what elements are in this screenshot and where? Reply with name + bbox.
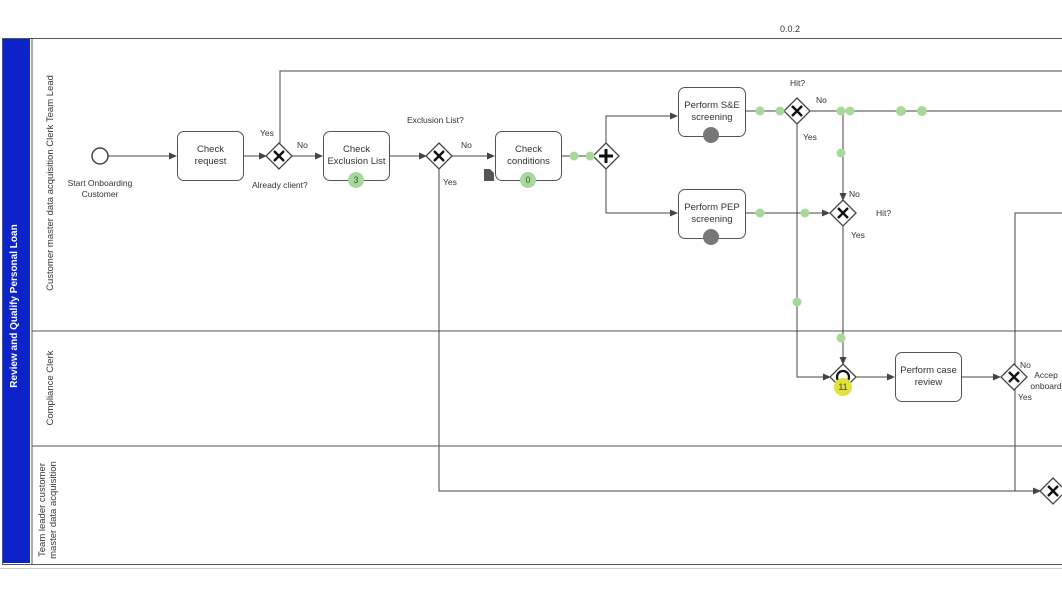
pool-header (3, 39, 30, 563)
flow-label-yes: Yes (260, 128, 274, 138)
flow-to-pep (605, 168, 678, 217)
gateway-hit-top (783, 97, 811, 125)
data-object-icon (484, 169, 494, 181)
bottom-bar (0, 568, 1062, 599)
gateway-label-hit-top: Hit? (790, 78, 806, 88)
token (917, 106, 927, 116)
se-running-indicator (703, 127, 719, 143)
start-event-circle (91, 147, 109, 165)
flow-accept-no-up (1014, 212, 1062, 389)
sequence-flows (108, 70, 1062, 495)
gateway-exclusion-list (425, 142, 453, 170)
conditions-count-badge: 0 (520, 172, 536, 188)
flow-to-se (605, 112, 678, 144)
token (775, 106, 785, 116)
flow-label-yes: Yes (803, 132, 817, 142)
token (896, 106, 906, 116)
flow-label-yes: Yes (1018, 392, 1032, 402)
top-toolbar (0, 0, 1062, 36)
flow-label-yes: Yes (443, 177, 457, 187)
gateway-hit-bottom (829, 199, 857, 227)
flow-accept-yes (1014, 389, 1041, 495)
token (792, 297, 802, 307)
flow-hit-top-yes (796, 123, 831, 381)
gateway-label-exclusion-list: Exclusion List? (407, 115, 464, 125)
version-label: 0.0.2 (779, 24, 801, 34)
token (800, 208, 810, 218)
task-perform-case-review[interactable]: Perform case review (895, 352, 962, 402)
flow-exclusion-yes (438, 168, 1040, 492)
token (836, 148, 846, 158)
token (755, 106, 765, 116)
token (569, 151, 579, 161)
task-check-request[interactable]: Check request (177, 131, 244, 181)
pool (2, 38, 1062, 565)
pep-running-indicator (703, 229, 719, 245)
token (585, 151, 595, 161)
flow-label-no: No (461, 140, 472, 150)
flow-label-no: No (297, 140, 308, 150)
flow-label-yes: Yes (851, 230, 865, 240)
flow-already-client-yes (279, 70, 1062, 144)
flow-label-no: No (816, 95, 827, 105)
gateway-label-accept: Accep onboard (1030, 370, 1062, 391)
start-event-label: Start Onboarding Customer (67, 178, 133, 199)
flow-label-no: No (849, 189, 860, 199)
flow-tokens (569, 106, 927, 343)
flow-label-no: No (1020, 360, 1031, 370)
gateway-bottom-right (1039, 477, 1062, 505)
gateway-label-already-client: Already client? (252, 180, 308, 190)
gateway-accept (1000, 363, 1028, 391)
gateway-label-hit-bottom: Hit? (876, 208, 892, 218)
gateway-parallel (592, 142, 620, 170)
join-count-badge: 11 (834, 378, 852, 396)
token (755, 208, 765, 218)
token (836, 106, 846, 116)
token (836, 333, 846, 343)
exclusion-count-badge: 3 (348, 172, 364, 188)
token (845, 106, 855, 116)
gateway-already-client (265, 142, 293, 170)
